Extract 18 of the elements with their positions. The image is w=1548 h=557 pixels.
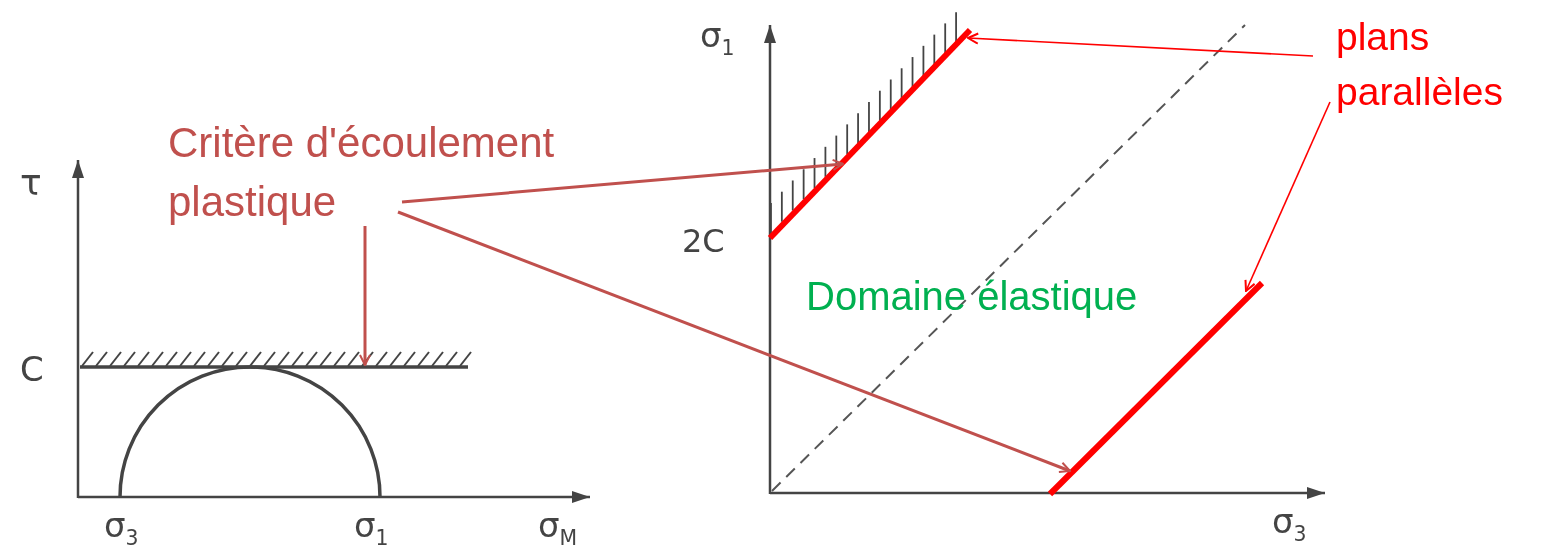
- tick-label: 2C: [682, 225, 725, 257]
- axis-label: σ$_{1}$: [354, 508, 389, 549]
- leader-arrow: [397, 210, 1071, 474]
- leader-arrow: [967, 32, 1314, 57]
- axis-label: σ$_{1}$: [700, 18, 735, 59]
- axis-label: τ: [20, 165, 42, 201]
- axis-label: σ$_{3}$: [104, 508, 139, 549]
- axis-label: σ$_{3}$: [1272, 504, 1307, 545]
- tick-label: C: [20, 352, 44, 386]
- leader-arrow: [359, 226, 371, 366]
- axis-label: σ$_{M}$: [538, 508, 578, 549]
- yield-plane-line: [767, 27, 973, 241]
- leader-arrow: [1244, 101, 1331, 292]
- yield-limit-line: [80, 365, 468, 369]
- leader-arrow: [401, 158, 844, 204]
- callout-text: Critère d'écoulement plastique: [168, 114, 628, 232]
- region-label: Domaine élastique: [806, 276, 1138, 316]
- callout-text: plans parallèles: [1336, 10, 1546, 120]
